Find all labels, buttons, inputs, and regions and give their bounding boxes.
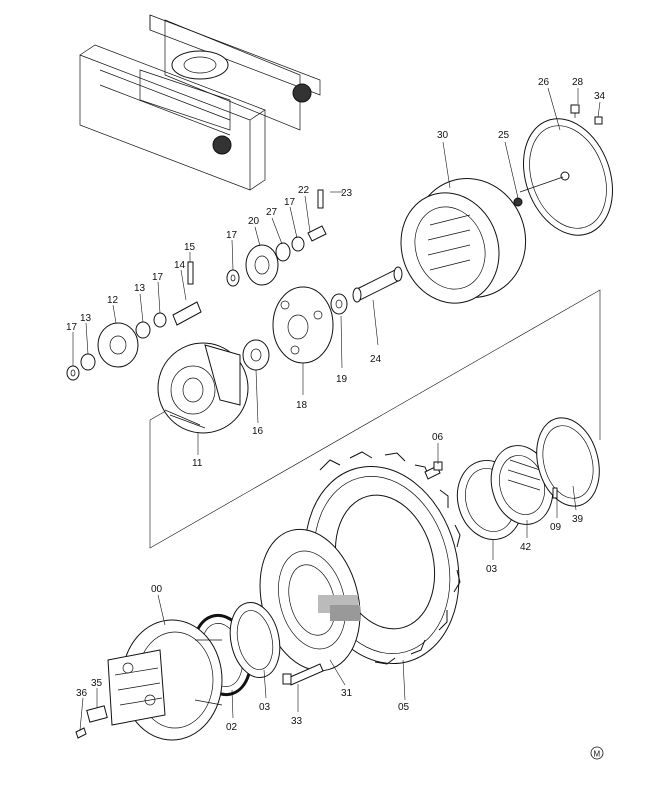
callout-17-a: 17 (284, 197, 296, 208)
callout-00: 00 (151, 584, 163, 595)
callout-26: 26 (538, 77, 550, 88)
callout-17-c: 17 (152, 272, 164, 283)
callout-42: 42 (520, 542, 532, 553)
corner-mark-letter: M (594, 750, 601, 759)
callout-23: 23 (341, 188, 353, 199)
callout-14: 14 (174, 260, 186, 271)
callout-22: 22 (298, 185, 310, 196)
gear-set-upper (226, 189, 327, 287)
part-06-bolt (424, 461, 443, 480)
part-33-bolt (282, 663, 324, 686)
callout-13-b: 13 (80, 313, 92, 324)
callout-15: 15 (184, 242, 196, 253)
part-03-seal-left (229, 601, 281, 679)
callout-28: 28 (572, 77, 584, 88)
callout-39: 39 (572, 514, 584, 525)
callout-11: 11 (192, 458, 203, 469)
circled-m-icon: M (590, 746, 604, 760)
callout-03-c: 03 (486, 564, 498, 575)
callout-31: 31 (341, 688, 353, 699)
callout-09: 09 (550, 522, 562, 533)
callout-13-a: 13 (134, 283, 146, 294)
callout-30: 30 (437, 130, 449, 141)
callout-05: 05 (398, 702, 410, 713)
callout-03-b: 03 (259, 702, 271, 713)
callout-20: 20 (248, 216, 260, 227)
callout-12: 12 (107, 295, 119, 306)
callout-34: 34 (594, 91, 606, 102)
part-16-roller (242, 339, 270, 371)
callout-17-d: 17 (66, 322, 78, 333)
callout-18: 18 (296, 400, 308, 411)
callout-02: 02 (226, 722, 238, 733)
part-26-cover (519, 118, 613, 236)
callout-36: 36 (76, 688, 88, 699)
part-31-hub (259, 528, 361, 672)
part-30-ring-gear (400, 178, 527, 304)
part-18-carrier (272, 286, 334, 364)
part-19-washer (330, 293, 348, 315)
part-24-shaft (352, 266, 403, 303)
parts-35-36-fittings (75, 705, 108, 739)
callout-labels: 26 28 34 25 30 23 22 17 27 20 17 15 14 1… (66, 77, 606, 733)
callout-19: 19 (336, 374, 348, 385)
part-00-travel-motor (107, 619, 223, 741)
track-frame-illustration (79, 14, 321, 191)
callout-35: 35 (91, 678, 103, 689)
callout-16: 16 (252, 426, 264, 437)
gear-set-left (66, 261, 202, 381)
callout-06: 06 (432, 432, 444, 443)
leader-lines (72, 87, 601, 731)
part-11-carrier (157, 342, 249, 434)
part-39-ring (536, 417, 600, 507)
callout-33: 33 (291, 716, 303, 727)
callout-25: 25 (498, 130, 510, 141)
callout-24: 24 (370, 354, 382, 365)
callout-17-b: 17 (226, 230, 238, 241)
callout-27: 27 (266, 207, 278, 218)
